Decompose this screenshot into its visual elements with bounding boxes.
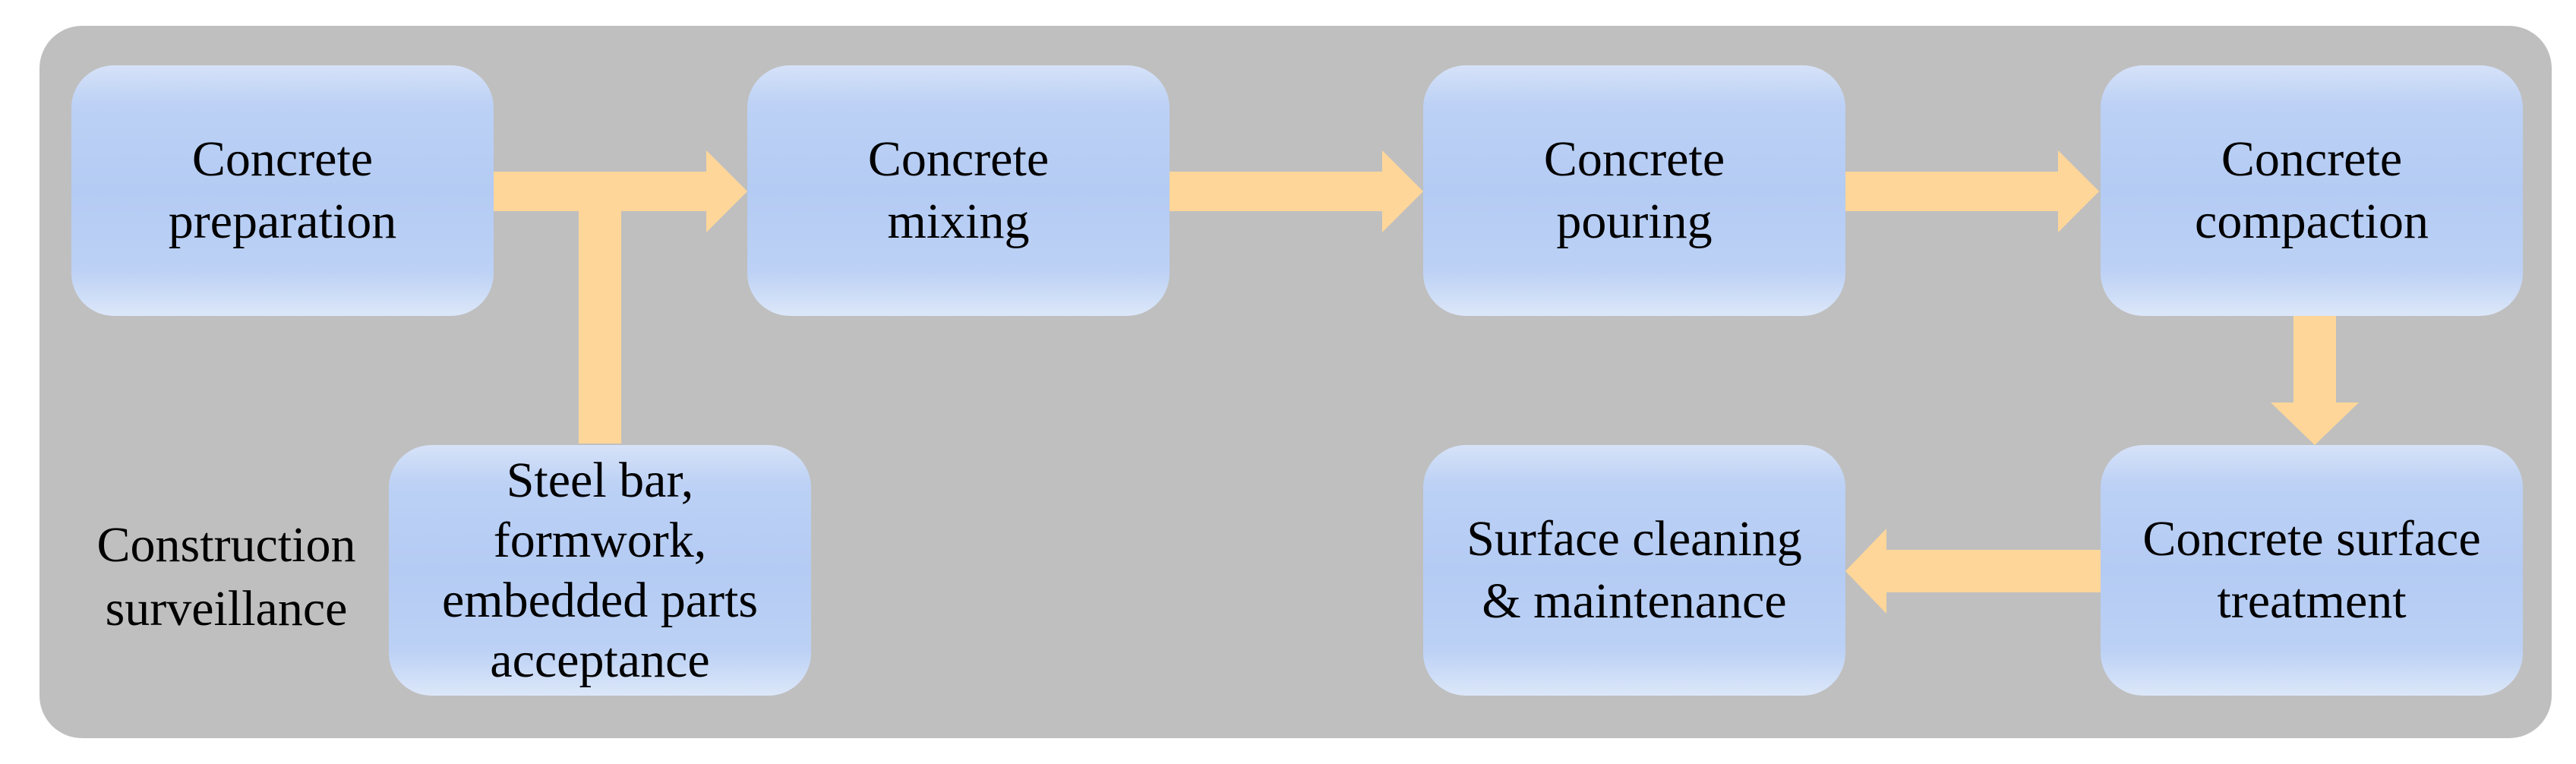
arrow-pouring-to-compaction <box>1845 150 2099 232</box>
arrow-mixing-to-pouring <box>1170 150 1423 232</box>
step-concrete-compaction: Concrete compaction <box>2101 65 2523 316</box>
step-concrete-preparation: Concrete preparation <box>71 65 494 316</box>
step-label: Surface cleaning & maintenance <box>1466 510 1802 630</box>
step-concrete-pouring: Concrete pouring <box>1423 65 1845 316</box>
step-surface-cleaning-maintenance: Surface cleaning & maintenance <box>1423 445 1845 696</box>
arrow-compaction-to-treatment <box>2271 316 2359 445</box>
step-label: Concrete preparation <box>168 131 397 250</box>
step-label: Concrete mixing <box>867 131 1050 250</box>
step-label: Concrete compaction <box>2195 131 2429 250</box>
step-label: Steel bar, formwork, embedded parts acce… <box>441 452 758 689</box>
step-concrete-mixing: Concrete mixing <box>747 65 1170 316</box>
step-acceptance: Steel bar, formwork, embedded parts acce… <box>389 445 811 696</box>
step-label: Concrete pouring <box>1543 131 1725 250</box>
step-concrete-surface-treatment: Concrete surface treatment <box>2101 445 2523 696</box>
construction-surveillance-label: Construction surveillance <box>96 517 356 637</box>
arrow-treatment-to-cleaning <box>1845 529 2101 614</box>
step-label: Concrete surface treatment <box>2142 510 2481 630</box>
arrow-preparation-to-mixing <box>494 150 747 444</box>
